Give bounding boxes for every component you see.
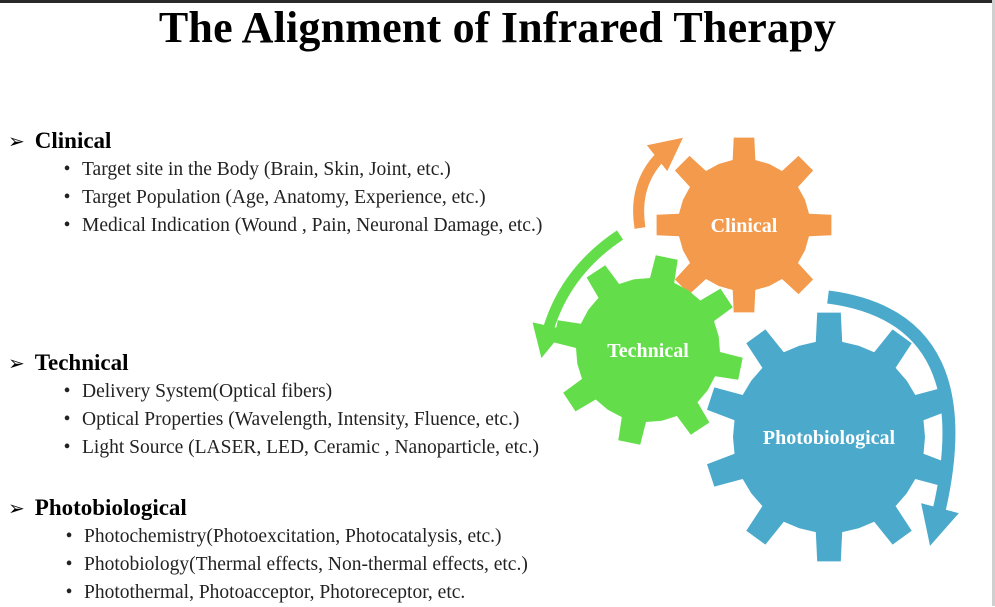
list-item-text: Target site in the Body (Brain, Skin, Jo… xyxy=(82,159,451,180)
bullet-icon: • xyxy=(63,409,71,430)
list-item-text: Photothermal, Photoacceptor, Photorecept… xyxy=(84,582,466,603)
list-item: • Target site in the Body (Brain, Skin, J… xyxy=(8,156,542,184)
section-heading-text: Technical xyxy=(34,350,129,375)
bullet-icon: • xyxy=(63,187,71,208)
list-item: • Medical Indication (Wound , Pain, Neuro… xyxy=(8,212,543,240)
technical-gear-label: Technical xyxy=(607,340,689,362)
section-photobiological: ➢ Photobiological • Photochemistry(Photoe… xyxy=(8,495,528,607)
list-item: • Photothermal, Photoacceptor, Photorecep… xyxy=(8,579,528,607)
section-technical: ➢ Technical • Delivery System(Optical fib… xyxy=(8,350,539,462)
section-heading-text: Clinical xyxy=(34,128,112,153)
bullet-icon: • xyxy=(63,215,71,236)
arrow-bullet-icon: ➢ xyxy=(8,497,25,520)
list-item-text: Photochemistry(Photoexcitation, Photocat… xyxy=(84,526,502,547)
list-item: • Delivery System(Optical fibers) xyxy=(8,378,539,406)
list-item-text: Delivery System(Optical fibers) xyxy=(82,381,333,402)
list-item: • Photobiology(Thermal effects, Non-therm… xyxy=(8,551,528,579)
bullet-icon: • xyxy=(65,582,73,603)
curved-arrow-icon xyxy=(633,137,683,229)
list-item: • Light Source (LASER, LED, Ceramic , Nan… xyxy=(8,434,539,462)
bullet-icon: • xyxy=(63,437,71,458)
section-heading-text: Photobiological xyxy=(34,495,187,520)
section-heading: ➢ Clinical xyxy=(8,128,542,154)
photobiological-gear-label: Photobiological xyxy=(763,427,896,449)
list-item: • Target Population (Age, Anatomy, Experi… xyxy=(8,184,542,212)
photobiological-gear-icon xyxy=(707,312,951,562)
list-item-text: Photobiology(Thermal effects, Non-therma… xyxy=(84,554,528,575)
right-border-line xyxy=(992,0,995,606)
clinical-gear-icon xyxy=(656,137,832,313)
technical-gear-icon xyxy=(553,255,743,445)
section-heading: ➢ Photobiological xyxy=(8,495,528,521)
section-heading: ➢ Technical xyxy=(8,350,539,376)
curved-arrow-icon xyxy=(532,230,624,359)
arrow-bullet-icon: ➢ xyxy=(8,130,25,153)
bullet-list: • Photochemistry(Photoexcitation, Photoca… xyxy=(8,523,528,607)
bullet-list: • Target site in the Body (Brain, Skin, J… xyxy=(8,156,543,240)
bullet-icon: • xyxy=(65,554,73,575)
clinical-gear-label: Clinical xyxy=(711,215,778,237)
page-title: The Alignment of Infrared Therapy xyxy=(158,3,837,52)
list-item-text: Light Source (LASER, LED, Ceramic , Nano… xyxy=(82,437,540,458)
list-item: • Photochemistry(Photoexcitation, Photoca… xyxy=(8,523,528,551)
bullet-icon: • xyxy=(65,526,73,547)
arrow-bullet-icon: ➢ xyxy=(8,352,25,375)
list-item: • Optical Properties (Wavelength, Intensi… xyxy=(8,406,539,434)
section-clinical: ➢ Clinical • Target site in the Body (Bra… xyxy=(8,128,542,240)
bullet-list: • Delivery System(Optical fibers) • Optica… xyxy=(8,378,539,462)
list-item-text: Optical Properties (Wavelength, Intensit… xyxy=(82,409,520,430)
list-item-text: Target Population (Age, Anatomy, Experie… xyxy=(82,187,486,208)
list-item-text: Medical Indication (Wound , Pain, Neuron… xyxy=(82,215,543,236)
bullet-icon: • xyxy=(63,381,71,402)
bullet-icon: • xyxy=(63,159,71,180)
top-border-line xyxy=(0,0,995,3)
